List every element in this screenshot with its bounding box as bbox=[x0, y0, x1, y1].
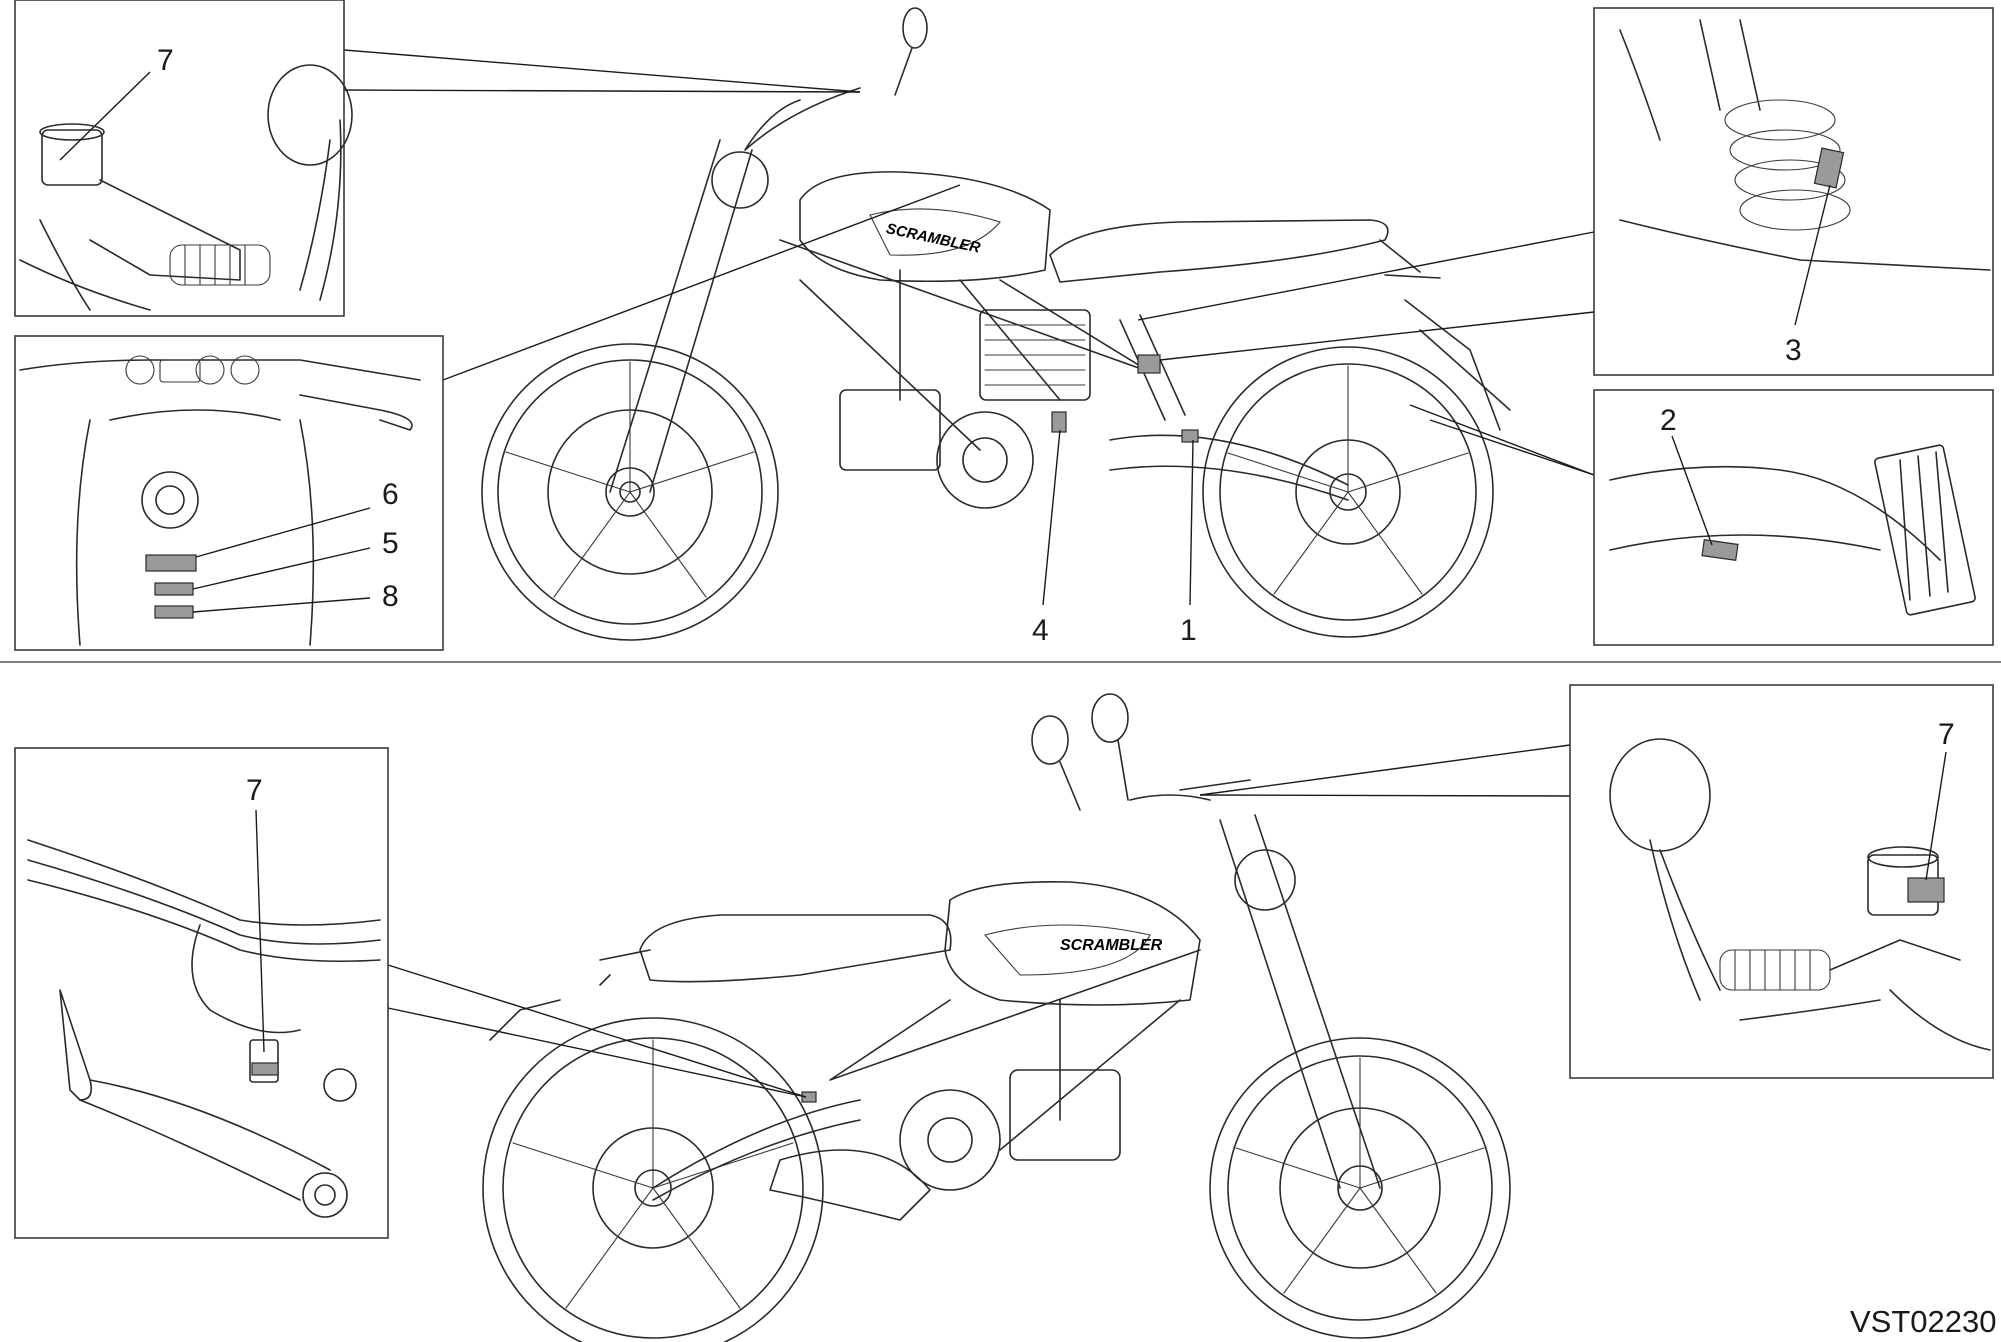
lower-trellis-frame bbox=[829, 949, 1201, 1151]
trellis-frame bbox=[779, 239, 1151, 451]
lower-engine bbox=[899, 1069, 1121, 1191]
leader-8 bbox=[192, 597, 371, 613]
connector-plate-inset-1 bbox=[1409, 404, 1595, 476]
handlebar bbox=[744, 87, 861, 151]
label-patch-4 bbox=[1051, 411, 1067, 433]
connector-plate-inset-2 bbox=[1429, 419, 1595, 476]
leader-7b bbox=[255, 809, 265, 1053]
license-plate-holder bbox=[1404, 299, 1511, 431]
lower-front-fork bbox=[1219, 814, 1381, 1189]
leader-4 bbox=[1042, 429, 1061, 606]
lower-swingarm bbox=[652, 1099, 861, 1201]
callout-4: 4 bbox=[1032, 614, 1049, 647]
label-patch-8 bbox=[154, 605, 194, 619]
connector-mirror-inset-1 bbox=[343, 49, 861, 93]
leader-5 bbox=[192, 547, 371, 590]
connector-shock-inset-2 bbox=[1159, 311, 1595, 361]
connector-shock-inset-1 bbox=[1137, 231, 1595, 321]
motorcycle-right-side-view: SCRAMBLER bbox=[481, 7, 1511, 641]
leader-3 bbox=[1794, 184, 1831, 326]
inset-rear-reservoir-label: 7 bbox=[1569, 684, 1994, 1079]
lower-tail-light bbox=[599, 949, 651, 986]
label-patch-7-reservoir bbox=[1907, 877, 1945, 903]
rear-wheel bbox=[1202, 346, 1494, 638]
label-patch-3-inset bbox=[1813, 147, 1845, 189]
inset-footpeg-label: 7 bbox=[14, 747, 389, 1239]
engine bbox=[839, 309, 1091, 509]
inset-license-plate-label: 2 bbox=[1593, 389, 1994, 646]
label-patch-6 bbox=[145, 554, 197, 572]
lower-mirror-2 bbox=[1091, 693, 1129, 743]
connector-tank-inset bbox=[442, 184, 961, 381]
lower-seat bbox=[639, 914, 952, 983]
callout-3: 3 bbox=[1785, 334, 1802, 367]
leader-2 bbox=[1671, 435, 1713, 546]
mirror bbox=[902, 7, 928, 49]
connector-reservoir-inset-1 bbox=[1199, 744, 1571, 796]
connector-reservoir-inset-2 bbox=[1199, 794, 1571, 797]
fuel-tank bbox=[799, 171, 1051, 283]
leader-7a bbox=[59, 71, 151, 161]
motorcycle-left-side-view: SCRAMBLER bbox=[482, 693, 1511, 1342]
label-patch-7-inset bbox=[251, 1062, 279, 1076]
lower-fuel-tank bbox=[944, 881, 1201, 1006]
leader-6 bbox=[195, 507, 371, 558]
callout-7b: 7 bbox=[246, 774, 263, 807]
lower-rear-wheel bbox=[482, 1017, 824, 1342]
callout-1: 1 bbox=[1180, 614, 1197, 647]
inset-rear-shock-label: 3 bbox=[1593, 7, 1994, 376]
tail-light bbox=[1379, 239, 1441, 279]
label-patch-1 bbox=[1181, 429, 1199, 443]
connector-footpeg-inset-2 bbox=[387, 1007, 807, 1098]
callout-7a: 7 bbox=[157, 44, 174, 77]
callout-5: 5 bbox=[382, 527, 399, 560]
callout-7c: 7 bbox=[1938, 718, 1955, 751]
seat bbox=[1049, 219, 1389, 283]
lower-tank-logo: SCRAMBLER bbox=[1060, 937, 1163, 954]
lower-mirror-1 bbox=[1031, 715, 1069, 765]
callout-8: 8 bbox=[382, 580, 399, 613]
tank-logo: SCRAMBLER bbox=[884, 220, 981, 257]
callout-6: 6 bbox=[382, 478, 399, 511]
label-patch-3 bbox=[1137, 354, 1161, 374]
lower-rear-fender bbox=[489, 999, 561, 1041]
label-patch-2 bbox=[1701, 539, 1739, 561]
connector-footpeg-inset-1 bbox=[387, 964, 807, 1098]
front-wheel bbox=[481, 343, 779, 641]
exhaust bbox=[769, 1149, 931, 1221]
leader-7c bbox=[1925, 751, 1947, 881]
callout-2: 2 bbox=[1660, 404, 1677, 437]
leader-1 bbox=[1189, 439, 1194, 606]
inset-tank-labels: 6 5 8 bbox=[14, 335, 444, 651]
lower-handlebar bbox=[1129, 779, 1251, 801]
label-patch-5 bbox=[154, 582, 194, 596]
drawing-code: VST02230 bbox=[1850, 1304, 1997, 1339]
headlight bbox=[711, 151, 769, 209]
lower-headlight bbox=[1234, 849, 1296, 911]
lower-front-wheel bbox=[1209, 1037, 1511, 1339]
front-fork bbox=[609, 139, 753, 493]
inset-front-brake-reservoir: 7 bbox=[14, 0, 353, 317]
label-patch-7-lower bbox=[801, 1091, 817, 1103]
swingarm bbox=[1109, 434, 1349, 501]
connector-mirror-inset-2 bbox=[343, 89, 861, 93]
